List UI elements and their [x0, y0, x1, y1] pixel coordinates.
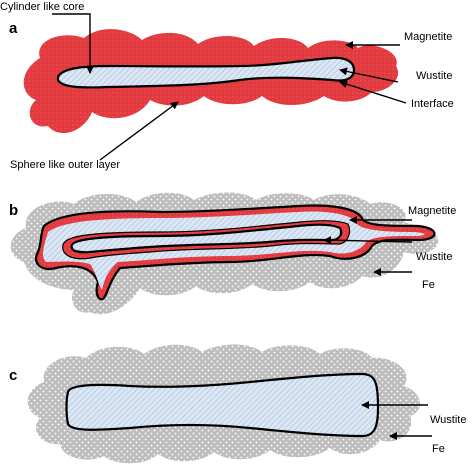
wustite-core-b: [70, 223, 343, 254]
panel-letter-c: c: [9, 367, 17, 384]
label-fe-b: Fe: [422, 279, 435, 291]
wustite-arrow-b: [323, 236, 413, 245]
wustite-core-c: [65, 372, 380, 438]
wustite-core-a: [56, 56, 356, 89]
label-interface: Interface: [411, 98, 454, 110]
cylinder-core-arrow: [52, 13, 94, 74]
panel-letter-b: b: [9, 202, 18, 219]
label-fe-c: Fe: [432, 443, 445, 455]
label-wustite-c: Wustite: [430, 414, 466, 426]
label-wustite-a: Wustite: [416, 70, 452, 82]
label-cylinder-core: Cylinder like core: [0, 1, 84, 13]
label-magnetite-b: Magnetite: [408, 205, 456, 217]
label-wustite-b: Wustite: [416, 251, 452, 263]
panel-c: c Wustite Fe: [9, 344, 466, 464]
label-magnetite-a: Magnetite: [404, 31, 452, 43]
panel-b: b Magnetite Wustite Fe: [9, 192, 456, 315]
panel-letter-a: a: [9, 20, 18, 37]
interface-arrow-a: [339, 80, 407, 104]
panel-a: a Cylinder like core Magnetite Wustite I…: [0, 1, 454, 171]
sphere-outer-arrow: [99, 101, 179, 161]
wustite-arrow-a: [339, 67, 399, 83]
label-sphere-outer: Sphere like outer layer: [10, 159, 120, 171]
